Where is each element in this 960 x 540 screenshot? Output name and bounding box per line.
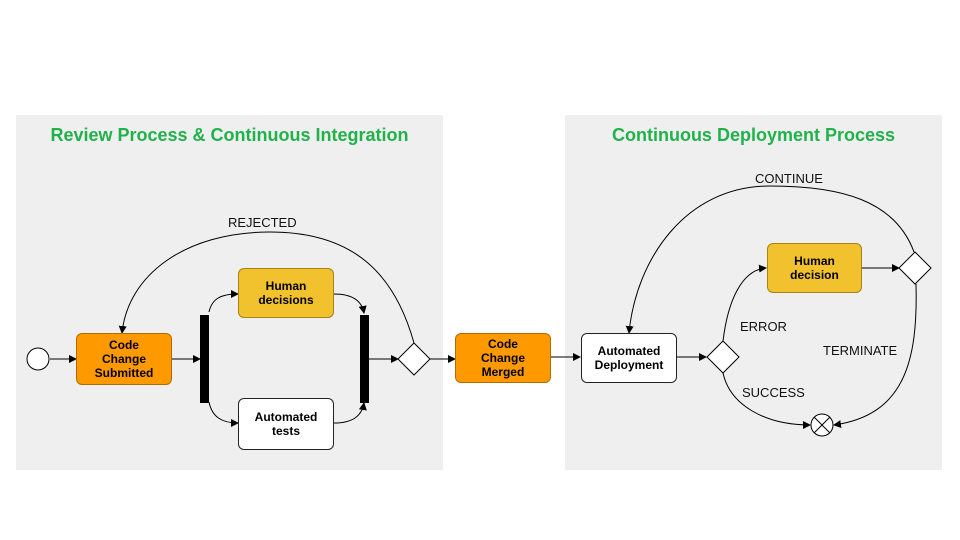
automated-deployment-node: Automated Deployment	[581, 333, 677, 383]
join-bar	[360, 315, 369, 403]
edge-continue-loop	[625, 185, 915, 334]
error-label: ERROR	[740, 319, 787, 334]
continuous-deployment-panel: Continuous Deployment Process	[565, 115, 942, 470]
automated-tests-node: Automated tests	[238, 398, 334, 450]
edge-human-decisions-to-join	[333, 293, 367, 314]
success-label: SUCCESS	[742, 385, 805, 400]
start-node	[26, 347, 50, 371]
review-ci-title: Review Process & Continuous Integration	[50, 125, 409, 145]
deployment-decision-diamond	[706, 340, 740, 374]
review-decision-diamond	[397, 342, 431, 376]
review-ci-panel: Review Process & Continuous Integration	[16, 115, 443, 470]
human-decision-diamond	[898, 251, 932, 285]
terminate-label: TERMINATE	[823, 343, 898, 358]
continuous-deployment-title: Continuous Deployment Process	[611, 125, 896, 145]
edge-error-to-human-decision	[722, 264, 767, 342]
edge-success-to-end	[722, 372, 811, 429]
human-decisions-node: Human decisions	[238, 268, 334, 318]
end-node-cross-b	[813, 416, 831, 434]
edge-fork-to-human-decisions	[208, 290, 239, 313]
continue-label: CONTINUE	[755, 171, 823, 186]
rejected-label: REJECTED	[228, 215, 297, 230]
code-change-merged-node: Code Change Merged	[455, 333, 551, 383]
code-change-submitted-node: Code Change Submitted	[76, 333, 172, 385]
edge-rejected-loop	[118, 231, 415, 344]
edge-fork-to-automated-tests	[208, 401, 239, 427]
fork-bar	[200, 315, 209, 403]
edge-automated-tests-to-join	[333, 402, 367, 424]
edge-terminate-to-end	[833, 283, 917, 428]
human-decision-node: Human decision	[767, 243, 862, 293]
